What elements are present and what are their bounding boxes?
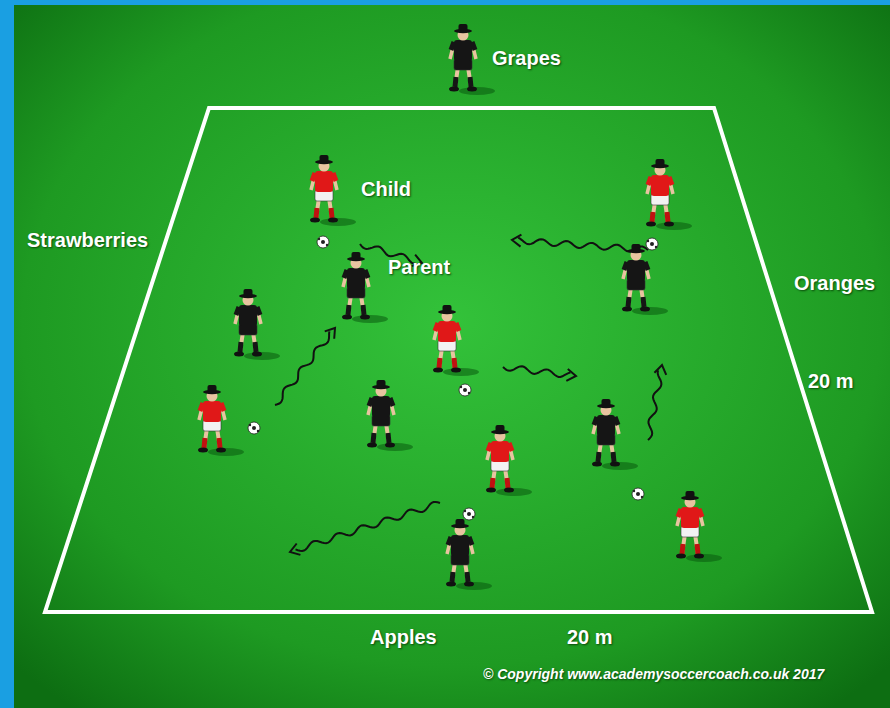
area-name: Oranges	[794, 272, 875, 294]
dimension: 20 m	[808, 370, 854, 392]
area-name: Strawberries	[27, 229, 148, 251]
football	[317, 236, 329, 248]
role-label: Child	[361, 178, 411, 200]
red-player	[433, 305, 479, 376]
black-player	[622, 244, 668, 315]
dribble-path	[518, 238, 648, 252]
dribble-path	[275, 331, 329, 405]
black-player	[449, 24, 495, 95]
players-and-balls	[198, 24, 722, 590]
red-player	[198, 385, 244, 456]
area-name: Grapes	[492, 47, 561, 69]
dribble-path	[648, 370, 661, 440]
black-player	[446, 519, 492, 590]
football	[463, 508, 475, 520]
dimension: 20 m	[567, 626, 613, 648]
football	[646, 238, 658, 250]
red-player	[646, 159, 692, 230]
black-player	[592, 399, 638, 470]
arrow-head	[325, 328, 335, 339]
arrow-head	[512, 235, 521, 247]
football	[459, 384, 471, 396]
dribble-path	[503, 366, 570, 377]
football	[248, 422, 260, 434]
arrow-head	[654, 365, 666, 375]
arrow-head	[566, 369, 576, 381]
red-player	[310, 155, 356, 226]
area-boundary	[45, 108, 872, 612]
role-label: Parent	[388, 256, 450, 278]
grass-ground	[14, 5, 890, 708]
black-player	[234, 289, 280, 360]
area-name: Apples	[370, 626, 437, 648]
black-player	[367, 380, 413, 451]
copyright-watermark: © Copyright www.academysoccercoach.co.uk…	[483, 667, 824, 682]
arrow-head	[290, 544, 300, 555]
dribble-path	[296, 502, 441, 551]
red-player	[486, 425, 532, 496]
football	[632, 488, 644, 500]
black-player	[342, 252, 388, 323]
red-player	[676, 491, 722, 562]
